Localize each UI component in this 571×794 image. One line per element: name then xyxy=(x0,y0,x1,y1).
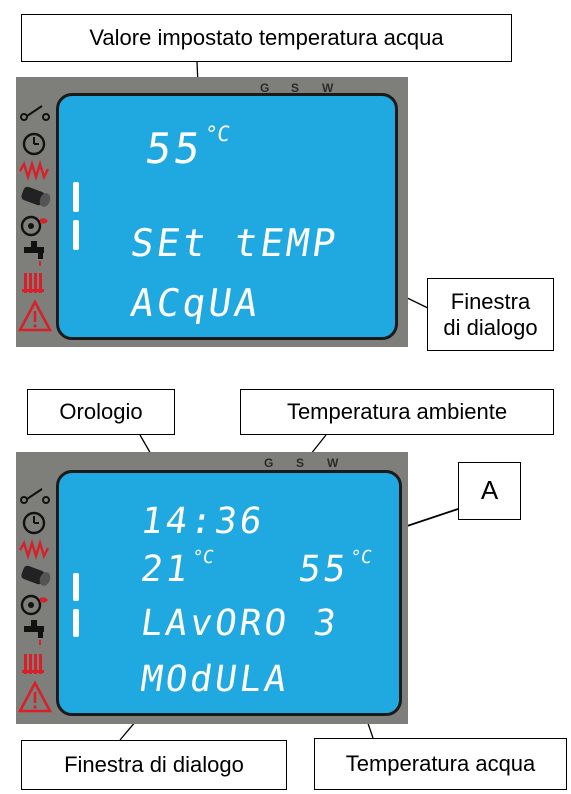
room-temp-callout-text: Temperatura ambiente xyxy=(286,399,508,425)
burner-icon xyxy=(21,565,51,586)
tap-icon xyxy=(24,241,44,266)
setpoint-callout-text: Valore impostato temperatura acqua xyxy=(89,25,444,51)
mode-label-g: G xyxy=(264,456,274,470)
resistor-icon xyxy=(18,538,50,561)
setpoint-temp-value: 55 xyxy=(142,124,207,173)
clock-callout: Orologio xyxy=(27,389,175,435)
status-line-display: LAvORO 3 xyxy=(138,603,342,644)
dialog-top-callout-line1: Finestra xyxy=(450,289,531,315)
dialog-top-callout: Finestra di dialogo xyxy=(427,278,554,351)
clock-display: 14:36 xyxy=(138,501,268,542)
water-temp-callout: Temperatura acqua xyxy=(314,738,567,790)
level-bar-2 xyxy=(73,220,79,250)
water-temp-unit: °C xyxy=(348,547,374,568)
level-bar-1 xyxy=(73,182,79,212)
level-bar-1 xyxy=(73,573,79,601)
room-temp-callout: Temperatura ambiente xyxy=(240,389,554,435)
switch-icon xyxy=(20,488,50,504)
clock-icon xyxy=(22,511,46,535)
level-bar-2 xyxy=(73,609,79,637)
dialog-bottom-callout: Finestra di dialogo xyxy=(21,740,287,790)
warning-icon xyxy=(18,299,52,332)
burner-icon xyxy=(21,186,51,207)
mode-label-w: W xyxy=(327,456,339,470)
dialog-bottom-callout-text: Finestra di dialogo xyxy=(64,752,244,778)
resistor-icon xyxy=(18,159,50,182)
setpoint-callout: Valore impostato temperatura acqua xyxy=(21,14,512,62)
mode-label-g: G xyxy=(260,81,270,95)
dialog-line-1: SEt tEMP xyxy=(127,221,342,265)
room-temp-value: 21 xyxy=(138,549,194,590)
mode-label-w: W xyxy=(322,81,334,95)
water-temp-value: 55 xyxy=(296,549,352,590)
dialog-line-2: ACqUA xyxy=(127,281,264,325)
water-temp-display: 55°C xyxy=(296,547,374,590)
radiator-icon xyxy=(22,654,44,674)
display-panel-top: G S W xyxy=(16,77,408,347)
mode-label-s: S xyxy=(296,456,305,470)
water-temp-callout-text: Temperatura acqua xyxy=(345,751,536,777)
mode-label-s: S xyxy=(291,81,300,95)
tap-icon xyxy=(24,620,44,645)
marker-a-callout: A xyxy=(458,462,521,520)
dialog-top-callout-line2: di dialogo xyxy=(443,314,538,340)
clock-callout-text: Orologio xyxy=(59,399,143,425)
fan-icon xyxy=(20,594,48,616)
lcd-screen-top: 55°C SEt tEMP ACqUA xyxy=(56,93,398,340)
switch-icon xyxy=(20,105,50,121)
lcd-screen-bottom: 14:36 21°C 55°C LAvORO 3 MOdULA xyxy=(56,470,402,716)
clock-icon xyxy=(22,132,46,156)
setpoint-temp-unit: °C xyxy=(202,122,232,146)
marker-a-text: A xyxy=(480,475,499,506)
dialog-line-display: MOdULA xyxy=(138,659,292,700)
setpoint-temp-display: 55°C xyxy=(142,122,232,173)
warning-icon xyxy=(18,680,52,713)
room-temp-display: 21°C xyxy=(138,547,216,590)
room-temp-unit: °C xyxy=(190,547,216,568)
radiator-icon xyxy=(22,273,44,293)
fan-icon xyxy=(20,215,48,237)
display-panel-bottom: G S W 14: xyxy=(16,452,408,724)
